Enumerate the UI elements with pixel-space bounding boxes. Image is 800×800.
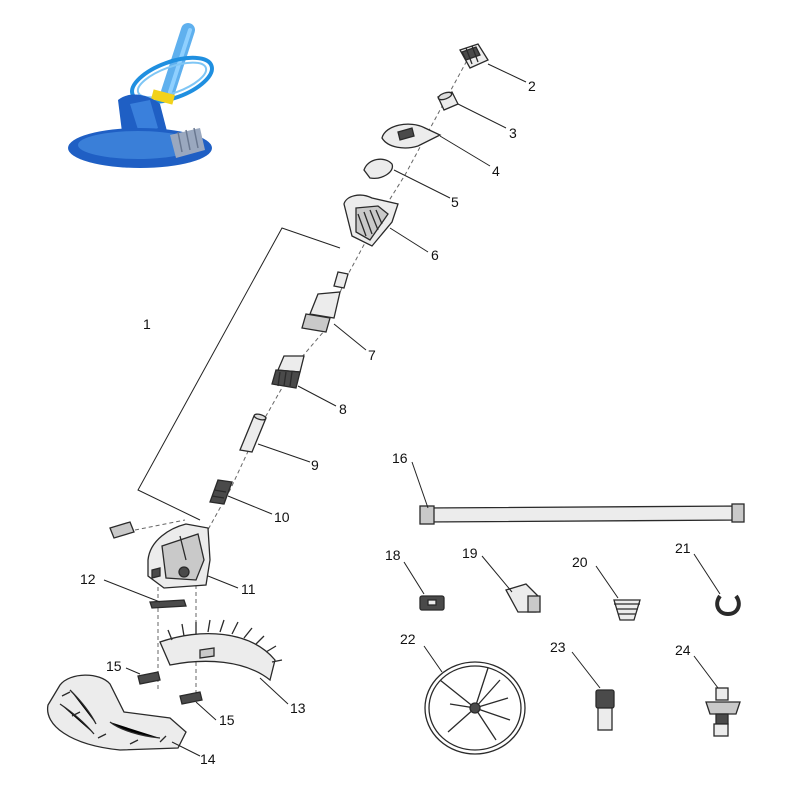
callout-6: 6	[431, 247, 439, 263]
leader-lines	[103, 63, 721, 757]
callout-23: 23	[550, 639, 566, 655]
callout-19: 19	[462, 545, 478, 561]
part-15-clip-a	[137, 671, 161, 685]
callout-2: 2	[528, 78, 536, 94]
callout-8: 8	[339, 401, 347, 417]
callout-7: 7	[368, 347, 376, 363]
assembly-axis-flap	[134, 519, 186, 531]
part-12-foot-plate	[149, 599, 187, 609]
callout-15-upper: 15	[106, 658, 122, 674]
part-7-sleeve	[301, 271, 349, 333]
assembly-bracket	[137, 227, 341, 521]
part-15-clip-b	[179, 691, 203, 705]
callout-5: 5	[451, 194, 459, 210]
part-4-upper-cover	[381, 123, 442, 149]
part-13-skirt	[159, 619, 283, 682]
callout-4: 4	[492, 163, 500, 179]
callout-22: 22	[400, 631, 416, 647]
callout-20: 20	[572, 554, 588, 570]
callout-9: 9	[311, 457, 319, 473]
part-2-hose-cuff	[459, 43, 489, 69]
callout-18: 18	[385, 547, 401, 563]
part-14-tire	[46, 674, 187, 751]
product-photo	[68, 23, 214, 168]
part-6-swivel-assembly	[343, 194, 399, 247]
callout-3: 3	[509, 125, 517, 141]
callout-14: 14	[200, 751, 216, 767]
part-11-body	[147, 523, 211, 589]
callout-21: 21	[675, 540, 691, 556]
part-3-ring	[437, 91, 459, 111]
part-16-hose-section	[419, 503, 745, 525]
callout-15-lower: 15	[219, 712, 235, 728]
part-9-tube	[239, 413, 267, 453]
part-22-deflector-wheel	[424, 661, 526, 755]
part-18-connector	[419, 595, 445, 611]
part-10-diaphragm	[209, 479, 233, 505]
callout-13: 13	[290, 700, 306, 716]
callout-16: 16	[392, 450, 408, 466]
part-20-cone	[613, 599, 641, 621]
callout-1: 1	[143, 316, 151, 332]
callout-24: 24	[675, 642, 691, 658]
part-21-clip-ring	[715, 594, 741, 617]
callout-10: 10	[274, 509, 290, 525]
part-19-elbow	[505, 583, 541, 613]
part-8-hose-nut	[271, 355, 305, 389]
callout-11: 11	[241, 581, 256, 597]
part-flap	[109, 521, 135, 539]
part-23-weight	[595, 689, 615, 731]
part-24-valve	[705, 687, 741, 737]
callout-12: 12	[80, 571, 96, 587]
part-5-cap	[363, 158, 394, 179]
